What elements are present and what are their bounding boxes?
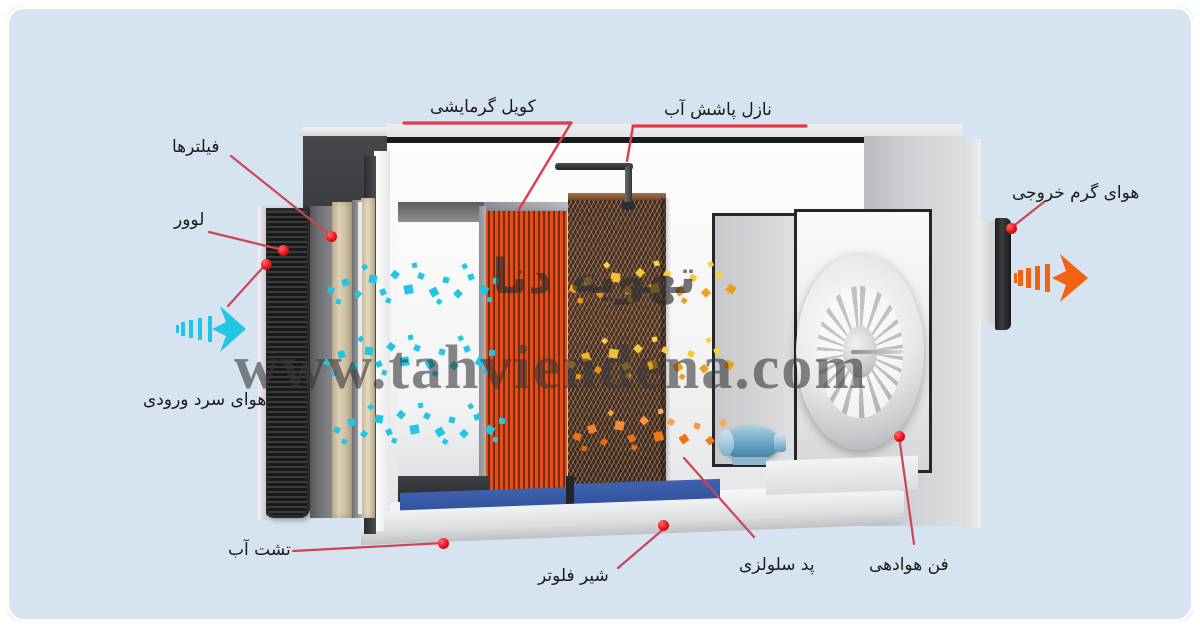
hot-air-outlet-flap — [995, 218, 1011, 330]
marker-hot-air-outlet — [1006, 223, 1017, 234]
label-heating-coil: کویل گرمایشی — [430, 97, 536, 117]
marker-filters — [326, 231, 337, 242]
louver — [264, 208, 310, 518]
label-water-spray-nozzle: نازل پاشش آب — [664, 100, 772, 120]
label-filters: فیلترها — [172, 137, 220, 157]
marker-float-valve — [658, 520, 669, 531]
water-spray-nozzle-pipe-vertical — [625, 166, 632, 208]
unit-top-shadow-edge — [387, 137, 963, 145]
hot-air-outlet-arrow-icon — [1014, 254, 1088, 302]
unit-inner-cavity — [398, 202, 490, 492]
cellulose-pad-top-edge — [568, 193, 666, 200]
marker-cold-air-inlet — [261, 259, 272, 270]
unit-left-corner-post — [374, 151, 390, 531]
louver-frame-face — [310, 206, 332, 518]
water-basin-divider — [566, 476, 574, 514]
unit-left-top-cap — [298, 127, 395, 136]
cellulose-pad-right-shade — [661, 198, 671, 496]
fan-base-pedestal — [766, 455, 918, 495]
label-louver: لوور — [174, 210, 205, 230]
cellulose-pad — [568, 198, 666, 496]
marker-ventilation-fan — [894, 431, 905, 442]
water-spray-nozzle-pipe-horizontal — [555, 163, 633, 170]
filter-bright-strip — [358, 202, 362, 514]
label-float-valve: شیر فلوتر — [538, 566, 609, 586]
label-hot-air-outlet: هوای گرم خروجی — [1012, 183, 1140, 203]
louver-outer-edge — [258, 206, 266, 520]
label-cold-air-inlet: هوای سرد ورودی — [143, 390, 267, 410]
marker-water-tray — [438, 538, 449, 549]
ventilation-fan-shaft — [851, 350, 903, 354]
hot-air-outlet-bracket — [981, 221, 997, 325]
marker-louver — [278, 245, 289, 256]
label-ventilation-fan: فن هوادهی — [869, 555, 949, 575]
unit-inner-cavity-shadow — [398, 202, 490, 222]
filter-panel-1 — [332, 202, 352, 518]
heating-coil — [485, 211, 567, 511]
fan-motor-mount — [732, 457, 768, 465]
fan-motor-pulley — [774, 434, 786, 452]
filter-panel-2 — [361, 198, 375, 518]
label-water-tray: تشت آب — [228, 540, 291, 560]
fan-motor-cap — [718, 430, 734, 456]
water-spray-nozzle-tip — [622, 202, 635, 210]
unit-right-outer-wall — [963, 139, 981, 528]
label-cellulose-pad: پد سلولزی — [739, 555, 815, 575]
louver-slats — [267, 211, 307, 515]
heating-coil-left-frame — [479, 206, 486, 514]
cold-air-inlet-arrow-icon — [176, 306, 246, 352]
